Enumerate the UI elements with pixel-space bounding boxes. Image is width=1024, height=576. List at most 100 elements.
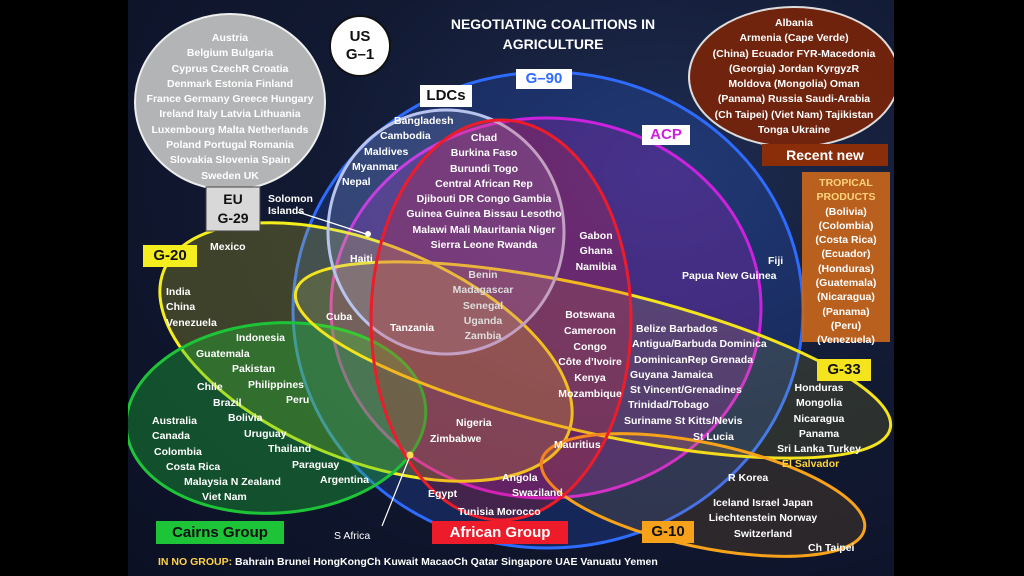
- african-acp-member: Botswana: [565, 309, 615, 321]
- caribbean-row: Guyana Jamaica: [630, 368, 713, 381]
- ldc-african-row: Malawi Mali Mauritania Niger: [412, 223, 556, 236]
- ldc-member: Myanmar: [352, 160, 399, 173]
- acp-label: ACP: [642, 125, 690, 145]
- cairns-g20-g33-list: Guatemala Pakistan Philippines: [196, 347, 316, 393]
- recent-new-row: Albania: [775, 17, 813, 29]
- tropical-member: (Honduras): [818, 262, 874, 275]
- brazil-label: Brazil: [213, 397, 242, 409]
- african-acp-member: Congo: [573, 340, 607, 353]
- tropical-member: (Bolivia): [825, 205, 867, 218]
- angola-label: Angola: [502, 472, 538, 484]
- ldc-african-row: Burundi Togo: [449, 162, 519, 175]
- g33-member: Panama: [798, 427, 840, 440]
- cairns-member: Colombia: [154, 445, 202, 458]
- g10-member: Liechtenstein Norway: [708, 512, 818, 525]
- caribbean-row: Antigua/Barbuda Dominica: [632, 338, 767, 351]
- title-line-2: AGRICULTURE: [502, 36, 604, 52]
- us-label-line-1: US: [349, 28, 371, 45]
- g10-member: Iceland Israel Japan: [713, 497, 813, 509]
- ch-taipei-label: Ch Taipei: [808, 542, 855, 554]
- no-group-title: IN NO GROUP:: [158, 556, 233, 568]
- eu-member-row: France Germany Greece Hungary: [146, 93, 314, 106]
- g10-label: G-10: [642, 521, 694, 543]
- ldc-label: LDCs: [420, 85, 472, 107]
- tropical-member: (Nicaragua): [817, 291, 875, 304]
- eu-label-line-2: G-29: [217, 210, 249, 226]
- cairns-only-list: Australia Canada Colombia Costa Rica Mal…: [150, 414, 290, 506]
- tanzania-label: Tanzania: [390, 322, 435, 334]
- s-africa-dot: [406, 451, 414, 459]
- cairns-ellipse: [128, 321, 428, 515]
- eu-label-box: [205, 186, 261, 232]
- g20-g33-member: Pakistan: [232, 363, 276, 376]
- eu-member-row: Luxembourg Malta Netherlands: [151, 123, 309, 136]
- mexico-label: Mexico: [210, 241, 246, 253]
- acp-ellipse: [329, 116, 763, 500]
- eu-member-row: Cyprus CzechR Croatia: [171, 62, 289, 75]
- peru-label: Peru: [286, 394, 310, 406]
- st-lucia-label: St Lucia: [693, 431, 734, 443]
- gabon-ghana-namibia-list: Gabon Ghana Namibia: [564, 229, 628, 275]
- ldc-g20-member: Senegal: [462, 299, 504, 312]
- thailand-label: Thailand: [268, 443, 312, 455]
- african-acp-member: Cameroon: [564, 324, 616, 337]
- eu-member-row: Sweden UK: [201, 169, 259, 182]
- ldc-member: Nepal: [342, 176, 371, 189]
- us-label-line-2: G–1: [345, 46, 375, 63]
- ldc-g20-member: Uganda: [463, 314, 503, 327]
- s-africa-label: S Africa: [334, 530, 371, 542]
- ldc-member: Cambodia: [380, 130, 431, 143]
- nigeria-label: Nigeria: [456, 417, 492, 429]
- g33-ellipse: [293, 260, 893, 460]
- haiti-label: Haiti: [350, 253, 373, 265]
- cairns-member: Australia: [152, 415, 197, 427]
- recent-new-row: Tonga Ukraine: [757, 124, 831, 137]
- recent-new-row: (Panama) Russia Saudi-Arabia: [717, 93, 871, 106]
- caribbean-row: Trinidad/Tobago: [628, 399, 709, 412]
- ldc-african-row: Sierra Leone Rwanda: [430, 239, 538, 252]
- title-line-1: NEGOTIATING COALITIONS IN: [450, 16, 656, 32]
- caribbean-row: Belize Barbados: [636, 323, 718, 335]
- ldc-african-row: Chad: [470, 132, 498, 144]
- g10-member: Switzerland: [733, 527, 793, 540]
- ldc-african-row: Guinea Guinea Bissau Lesotho: [406, 208, 562, 221]
- african-acp-member: Mozambique: [558, 387, 622, 400]
- mauritius-label: Mauritius: [554, 439, 601, 451]
- ldc-african-row: Burkina Faso: [450, 147, 518, 160]
- g90-label: G–90: [516, 69, 572, 89]
- egypt-label: Egypt: [428, 488, 458, 500]
- solomon-pointer: [297, 211, 367, 235]
- caribbean-list: Belize Barbados Antigua/Barbuda Dominica…: [622, 322, 782, 429]
- recent-new-row: (China) Ecuador FYR-Macedonia: [712, 47, 876, 60]
- caribbean-row: Suriname St Kitts/Nevis: [624, 414, 743, 427]
- ldc-ellipse: [326, 108, 566, 356]
- indonesia-label: Indonesia: [236, 332, 286, 344]
- g33-only-list: Honduras Mongolia Nicaragua Panama Sri L…: [764, 381, 874, 457]
- tropical-member: (Guatemala): [815, 277, 877, 290]
- african-acp-member: Côte d’Ivoire: [558, 356, 622, 369]
- r-korea-label: R Korea: [728, 472, 769, 484]
- eu-member-row: Austria: [211, 32, 249, 44]
- s-africa-pointer: [381, 455, 411, 527]
- g20-member: India: [166, 286, 191, 298]
- g10-member-list: Iceland Israel Japan Liechtenstein Norwa…: [698, 496, 828, 542]
- caribbean-row: DominicanRep Grenada: [634, 353, 754, 366]
- bolivia-label: Bolivia: [228, 412, 263, 424]
- solomon-line-2: Islands: [268, 205, 305, 218]
- g33-member: Honduras: [794, 382, 844, 394]
- ldc-member: Bangladesh: [394, 115, 454, 127]
- recent-new-member-list: Albania Armenia (Cape Verde) (China) Ecu…: [690, 16, 894, 138]
- african-acp-member: Namibia: [575, 260, 617, 273]
- solomon-islands-label: Solomon Islands: [268, 193, 313, 217]
- african-group-label: African Group: [432, 521, 568, 544]
- uruguay-label: Uruguay: [244, 428, 287, 440]
- cairns-member: Viet Nam: [202, 491, 247, 504]
- g20-only-list: India China Venezuela: [166, 285, 226, 331]
- tropical-products-box: [802, 172, 890, 342]
- eu-member-row: Belgium Bulgaria: [186, 47, 274, 60]
- argentina-label: Argentina: [320, 474, 370, 486]
- ldc-g20-member: Zambia: [464, 330, 502, 343]
- eu-member-list: Austria Belgium Bulgaria Cyprus CzechR C…: [130, 31, 330, 184]
- recent-new-row: Moldova (Mongolia) Oman: [728, 78, 860, 91]
- no-group-members: Bahrain Brunei HongKongCh Kuwait MacaoCh…: [235, 556, 658, 568]
